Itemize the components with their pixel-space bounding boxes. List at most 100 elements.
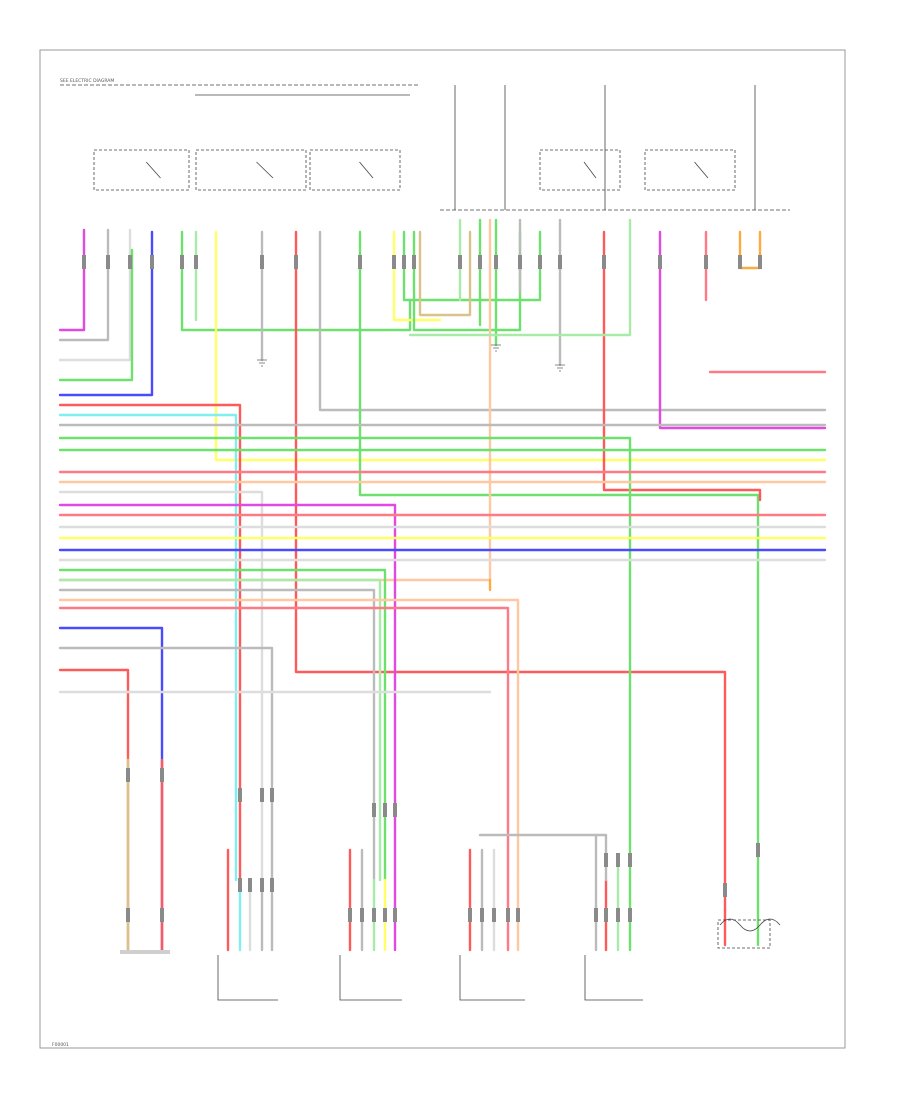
connector-pin-50 <box>628 908 632 922</box>
top-left-label: SEE ELECTRIC DIAGRAM <box>60 78 114 84</box>
wire-26 <box>738 230 762 270</box>
wire-3 <box>58 248 134 382</box>
module-connector-left <box>120 950 170 954</box>
wire-24 <box>658 230 827 430</box>
connector-pin-11 <box>412 255 416 269</box>
wire-35 <box>58 490 264 882</box>
connector-pin-53 <box>628 853 632 867</box>
wire-73 <box>478 833 608 882</box>
connector-pin-51 <box>604 853 608 867</box>
wire-7 <box>214 230 827 462</box>
wire-44 <box>58 588 376 882</box>
wire-12 <box>392 230 442 322</box>
wire-31 <box>58 436 632 882</box>
connector-pin-55 <box>756 843 760 857</box>
connector-pin-39 <box>372 908 376 922</box>
connector-pin-33 <box>270 878 274 892</box>
wire-9 <box>294 230 727 912</box>
connector-pin-4 <box>180 255 184 269</box>
wire-42 <box>58 568 387 882</box>
relay-switch-2 <box>359 161 374 179</box>
text-layer: F00001 SEE ELECTRIC DIAGRAM <box>52 78 114 1048</box>
wire-0 <box>58 228 86 332</box>
coil-symbol <box>719 918 781 932</box>
relay-switch-3 <box>583 161 597 179</box>
connector-pin-19 <box>658 255 662 269</box>
connector-pin-38 <box>360 908 364 922</box>
connector-pin-26 <box>160 908 164 922</box>
connector-pin-9 <box>392 255 396 269</box>
connector-pin-20 <box>704 255 708 269</box>
relay-switch-0 <box>145 161 161 179</box>
connector-pin-28 <box>260 788 264 802</box>
connector-pin-41 <box>393 908 397 922</box>
connector-pin-54 <box>723 883 727 897</box>
connector-pin-27 <box>238 788 242 802</box>
connector-pin-47 <box>594 908 598 922</box>
wire-45 <box>58 598 520 882</box>
wire-28 <box>58 403 242 882</box>
wire-2 <box>58 228 132 362</box>
connector-pin-31 <box>248 878 252 892</box>
connector-pin-40 <box>383 908 387 922</box>
relay-box-1 <box>195 149 307 191</box>
relay-box-4 <box>644 149 736 191</box>
connector-pin-46 <box>516 908 520 922</box>
connector-pin-21 <box>738 255 742 269</box>
connector-pin-23 <box>126 768 130 782</box>
connector-pin-18 <box>602 255 606 269</box>
connector-pin-16 <box>538 255 542 269</box>
connector-pin-15 <box>518 255 522 269</box>
connector-pin-24 <box>160 768 164 782</box>
wire-23 <box>408 218 632 337</box>
wire-46 <box>58 606 510 882</box>
connector-pin-3 <box>150 255 154 269</box>
connector-pin-6 <box>260 255 264 269</box>
module-bracket-0 <box>217 955 278 1001</box>
connector-pin-1 <box>106 255 110 269</box>
sensor-box <box>717 919 771 949</box>
module-bracket-3 <box>584 955 643 1001</box>
outer-border <box>39 49 846 1049</box>
connector-pin-10 <box>402 255 406 269</box>
connector-pin-48 <box>604 908 608 922</box>
connector-pin-29 <box>270 788 274 802</box>
connector-pin-32 <box>260 878 264 892</box>
wire-22 <box>602 230 762 502</box>
wire-layer <box>58 218 827 952</box>
connector-pin-35 <box>383 803 387 817</box>
wire-11 <box>358 230 760 872</box>
connector-pin-42 <box>468 908 472 922</box>
module-bracket-1 <box>339 955 402 1001</box>
ground-symbol-2 <box>491 344 501 352</box>
connector-pin-12 <box>458 255 462 269</box>
connector-pin-37 <box>348 908 352 922</box>
connector-pin-36 <box>393 803 397 817</box>
connector-pin-14 <box>494 255 498 269</box>
connector-pin-44 <box>492 908 496 922</box>
connector-pin-34 <box>372 803 376 817</box>
connector-pin-8 <box>358 255 362 269</box>
connector-pin-43 <box>480 908 484 922</box>
ground-symbol-0 <box>257 359 267 367</box>
wire-48 <box>58 626 164 952</box>
wire-50 <box>58 668 130 952</box>
wire-15 <box>418 230 472 317</box>
wire-49 <box>58 646 274 882</box>
connector-pin-5 <box>194 255 198 269</box>
relay-box-0 <box>93 149 190 191</box>
ground-symbol-1 <box>555 364 565 372</box>
connector-pin-13 <box>478 255 482 269</box>
connector-pin-0 <box>82 255 86 269</box>
connector-pin-30 <box>238 878 242 892</box>
relay-switch-4 <box>694 161 709 179</box>
connector-pin-17 <box>558 255 562 269</box>
connector-pin-52 <box>616 853 620 867</box>
component-layer <box>60 84 790 1001</box>
module-bracket-2 <box>459 955 525 1001</box>
relay-switch-1 <box>256 161 274 179</box>
connector-pin-45 <box>506 908 510 922</box>
relay-box-3 <box>539 149 621 191</box>
connector-pin-2 <box>128 255 132 269</box>
